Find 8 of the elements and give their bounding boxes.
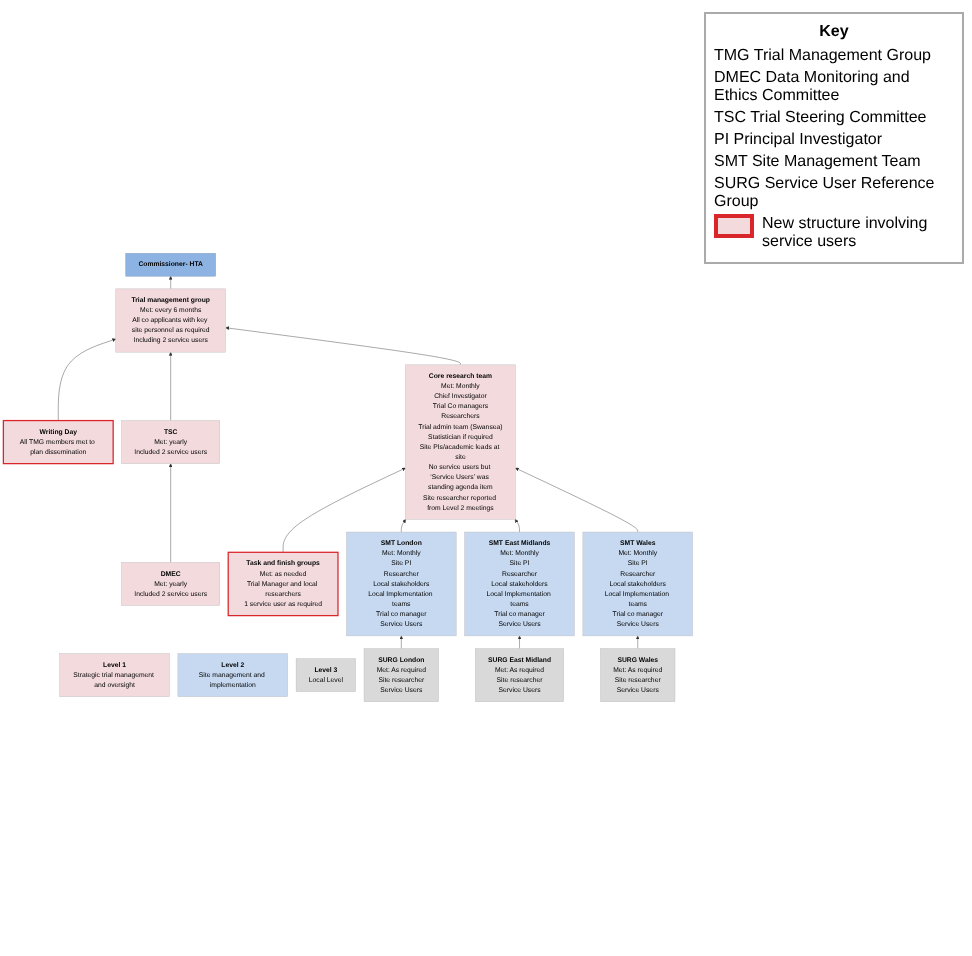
legend-text: DMEC Data Monitoring and Ethics Committee [714, 68, 912, 104]
legend-text: SURG Service User Reference Group [714, 174, 937, 210]
legend-text: New structure involving service users [762, 214, 930, 250]
legend-text: SMT Site Management Team [714, 152, 921, 170]
legend-title: Key [817, 22, 851, 40]
legend-text: TMG Trial Management Group [714, 46, 931, 64]
legend-text: TSC Trial Steering Committee [714, 108, 927, 126]
legend-text: PI Principal Investigator [714, 130, 883, 148]
